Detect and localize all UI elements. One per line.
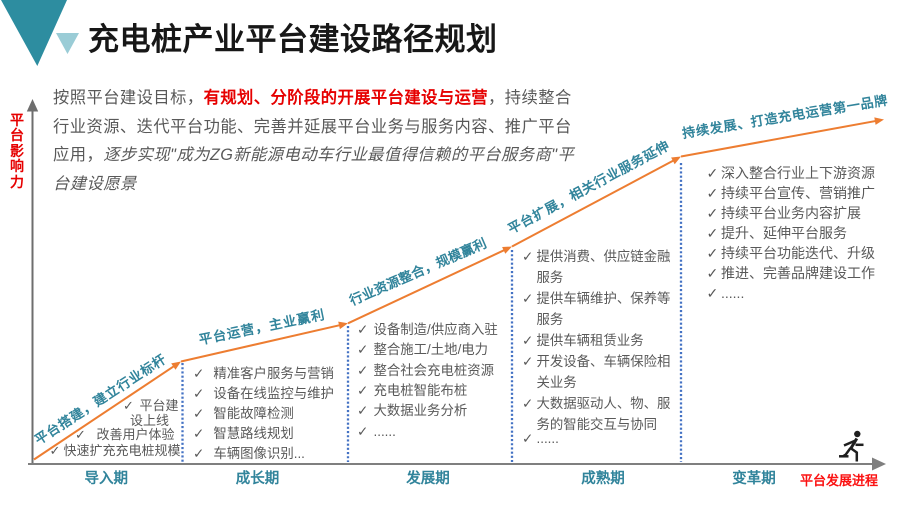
svg-text:平台扩展，相关行业服务延伸: 平台扩展，相关行业服务延伸 bbox=[505, 137, 672, 237]
svg-text:持续发展、打造充电运营第一品牌: 持续发展、打造充电运营第一品牌 bbox=[681, 92, 889, 141]
svg-text:平台运营，主业赢利: 平台运营，主业赢利 bbox=[197, 306, 326, 348]
svg-text:行业资源整合，规模赢利: 行业资源整合，规模赢利 bbox=[346, 235, 489, 309]
